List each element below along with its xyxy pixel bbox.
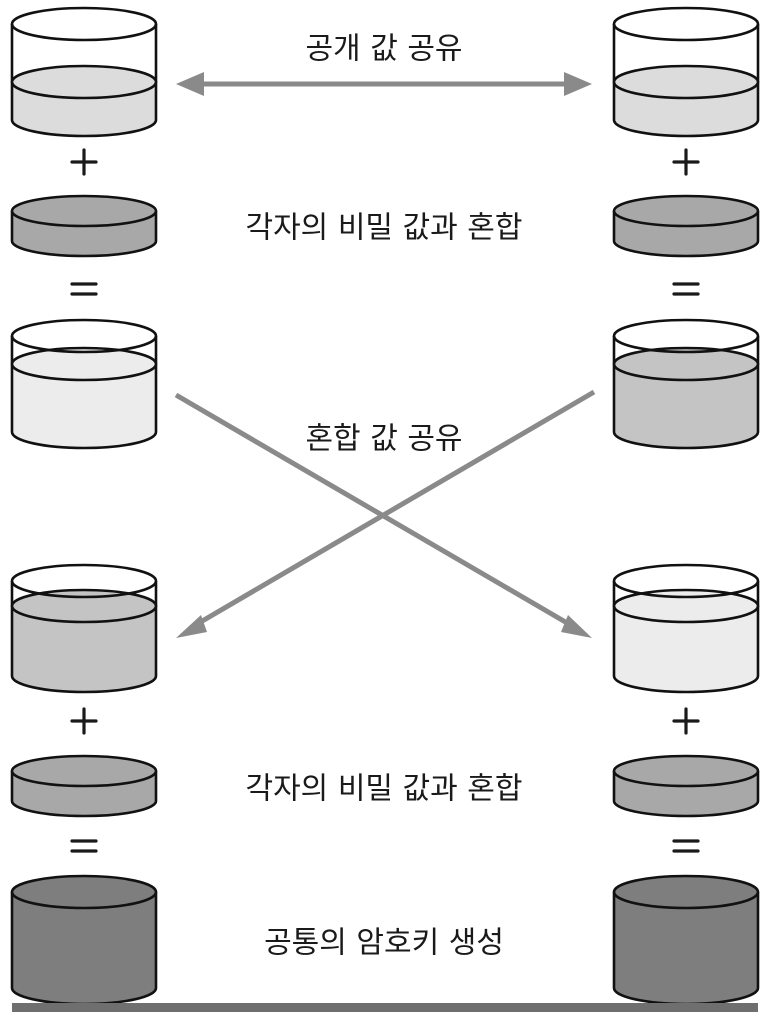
glass-rim <box>612 318 760 354</box>
paint-containers <box>10 6 760 1006</box>
glass-wall <box>10 24 158 138</box>
share-mixed-arrows <box>174 389 596 638</box>
glass-rim <box>10 318 158 354</box>
solid-top <box>10 874 158 910</box>
solid-wall <box>612 211 760 258</box>
solid-top <box>10 194 158 228</box>
liquid-surface <box>10 346 158 382</box>
public-value-glass-right <box>612 6 760 138</box>
solid-body <box>12 892 156 1004</box>
secret-disc-right-1 <box>612 194 760 258</box>
arrow-left-to-right <box>174 392 576 630</box>
liquid-surface <box>10 64 158 100</box>
glass-wall <box>612 336 760 450</box>
solid-body <box>614 892 758 1004</box>
liquid-body <box>12 364 156 448</box>
mixed-glass-right <box>612 318 760 450</box>
liquid-surface <box>612 588 760 624</box>
glass-rim <box>10 6 158 42</box>
glass-rim <box>612 563 760 599</box>
secret-disc-left-1 <box>10 194 158 258</box>
secret-disc-left-2 <box>10 754 158 818</box>
liquid-body <box>614 364 758 448</box>
plus-sign-right-1 <box>672 148 700 176</box>
glass-rim <box>10 563 158 599</box>
solid-wall <box>10 211 158 258</box>
liquid-surface <box>612 346 760 382</box>
solid-wall <box>10 771 158 818</box>
label-generate-key: 공통의 암호키 생성 <box>264 926 504 961</box>
operators <box>70 148 700 853</box>
secret-disc-right-2 <box>612 754 760 818</box>
common-key-can-right <box>612 874 760 1006</box>
equals-sign-left-2 <box>70 839 98 853</box>
glass-wall <box>10 336 158 450</box>
glass-wall <box>10 581 158 694</box>
label-mix-secret-top: 각자의 비밀 값과 혼합 <box>245 211 522 246</box>
equals-sign-right-1 <box>672 282 700 296</box>
solid-top <box>612 194 760 228</box>
label-share-mixed: 혼합 값 공유 <box>305 422 462 457</box>
mixed-glass-left <box>10 318 158 450</box>
label-share-public: 공개 값 공유 <box>305 32 462 67</box>
received-glass-left <box>10 563 158 694</box>
liquid-body <box>614 606 758 692</box>
liquid-surface <box>612 64 760 100</box>
liquid-body <box>12 606 156 692</box>
public-value-glass-left <box>10 6 158 138</box>
arrow-right-to-left <box>190 389 596 630</box>
plus-sign-left-1 <box>70 148 98 176</box>
solid-top <box>612 874 760 910</box>
equals-sign-left-1 <box>70 282 98 296</box>
glass-rim <box>612 6 760 42</box>
solid-wall <box>612 771 760 818</box>
glass-wall <box>612 24 760 138</box>
label-mix-secret-bottom: 각자의 비밀 값과 혼합 <box>245 772 522 807</box>
glass-wall <box>612 581 760 694</box>
plus-sign-left-2 <box>70 707 98 735</box>
plus-sign-right-2 <box>672 707 700 735</box>
share-public-arrow <box>176 72 592 96</box>
arrow-head-right <box>561 615 592 638</box>
bottom-border-bar <box>12 1003 758 1012</box>
equals-sign-right-2 <box>672 839 700 853</box>
received-glass-right <box>612 563 760 694</box>
common-key-can-left <box>10 874 158 1006</box>
solid-top <box>10 754 158 788</box>
solid-top <box>612 754 760 788</box>
liquid-surface <box>10 588 158 624</box>
arrow-head-left <box>176 615 207 638</box>
